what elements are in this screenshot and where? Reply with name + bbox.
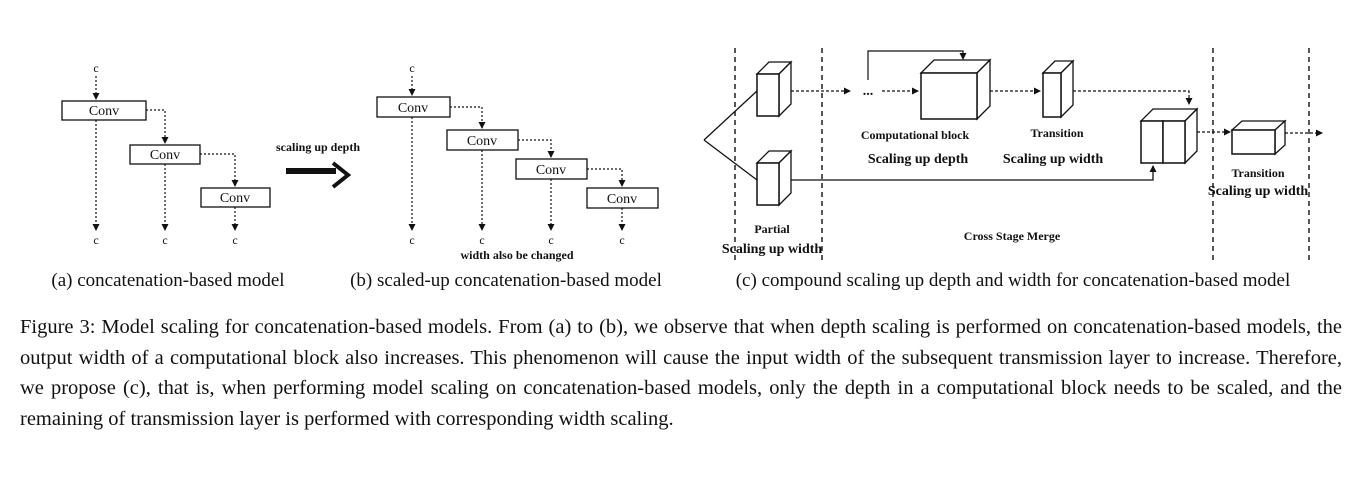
output-c-label: c [93,233,98,247]
output-c-label: c [232,233,237,247]
panel-b: c Conv Conv Conv Conv c c c c width also… [350,61,662,291]
transition-block-1 [1041,59,1075,119]
panel-a: c Conv Conv Conv c c c (a) concatenation… [51,61,284,291]
conv-label: Conv [89,104,119,119]
transition-label-1: Transition [1030,126,1083,140]
conv-block: Conv [61,100,147,121]
conv-block: Conv [200,187,271,208]
panel-c: ... [703,48,1323,291]
scaling-up-depth-label: scaling up depth [276,140,360,154]
conv-block: Conv [446,129,519,151]
output-c-label: c [479,233,484,247]
partial-block-bottom [755,149,793,207]
ellipsis: ... [863,84,874,99]
partial-block-top [755,60,793,118]
input-c-label: c [409,61,414,75]
conv-label: Conv [398,101,428,116]
subcaption-b: (b) scaled-up concatenation-based model [350,270,662,291]
conv-block: Conv [129,144,201,165]
conv-label: Conv [467,134,497,149]
width-changed-note: width also be changed [460,248,573,262]
conv-block: Conv [376,96,451,118]
scaling-width-label-2: Scaling up width [1208,184,1309,199]
subcaption-c: (c) compound scaling up depth and width … [736,270,1291,291]
merged-block [1139,107,1199,165]
partial-label: Partial [754,222,790,236]
subcaption-a: (a) concatenation-based model [51,270,284,291]
transition-label-2: Transition [1231,166,1284,180]
figure-3-diagram: c Conv Conv Conv c c c (a) concatenation… [51,48,1323,291]
conv-label: Conv [150,148,180,163]
conv-block: Conv [586,187,659,209]
output-c-label: c [162,233,167,247]
cross-stage-merge-label: Cross Stage Merge [964,229,1061,243]
partial-scaling-label: Scaling up width [722,242,823,257]
computational-block-label: Computational block [861,128,970,142]
figure-caption: Figure 3: Model scaling for concatenatio… [20,316,1342,430]
output-c-label: c [619,233,624,247]
conv-block: Conv [515,158,588,180]
output-c-label: c [409,233,414,247]
scaling-arrow: scaling up depth [276,140,360,189]
input-c-label: c [93,61,98,75]
conv-label: Conv [607,192,637,207]
scaling-width-label-1: Scaling up width [1003,152,1104,167]
output-c-label: c [548,233,553,247]
computational-block [919,58,992,121]
conv-label: Conv [536,163,566,178]
scaling-depth-label: Scaling up depth [868,152,969,167]
transition-block-2 [1230,119,1287,156]
conv-label: Conv [220,191,250,206]
